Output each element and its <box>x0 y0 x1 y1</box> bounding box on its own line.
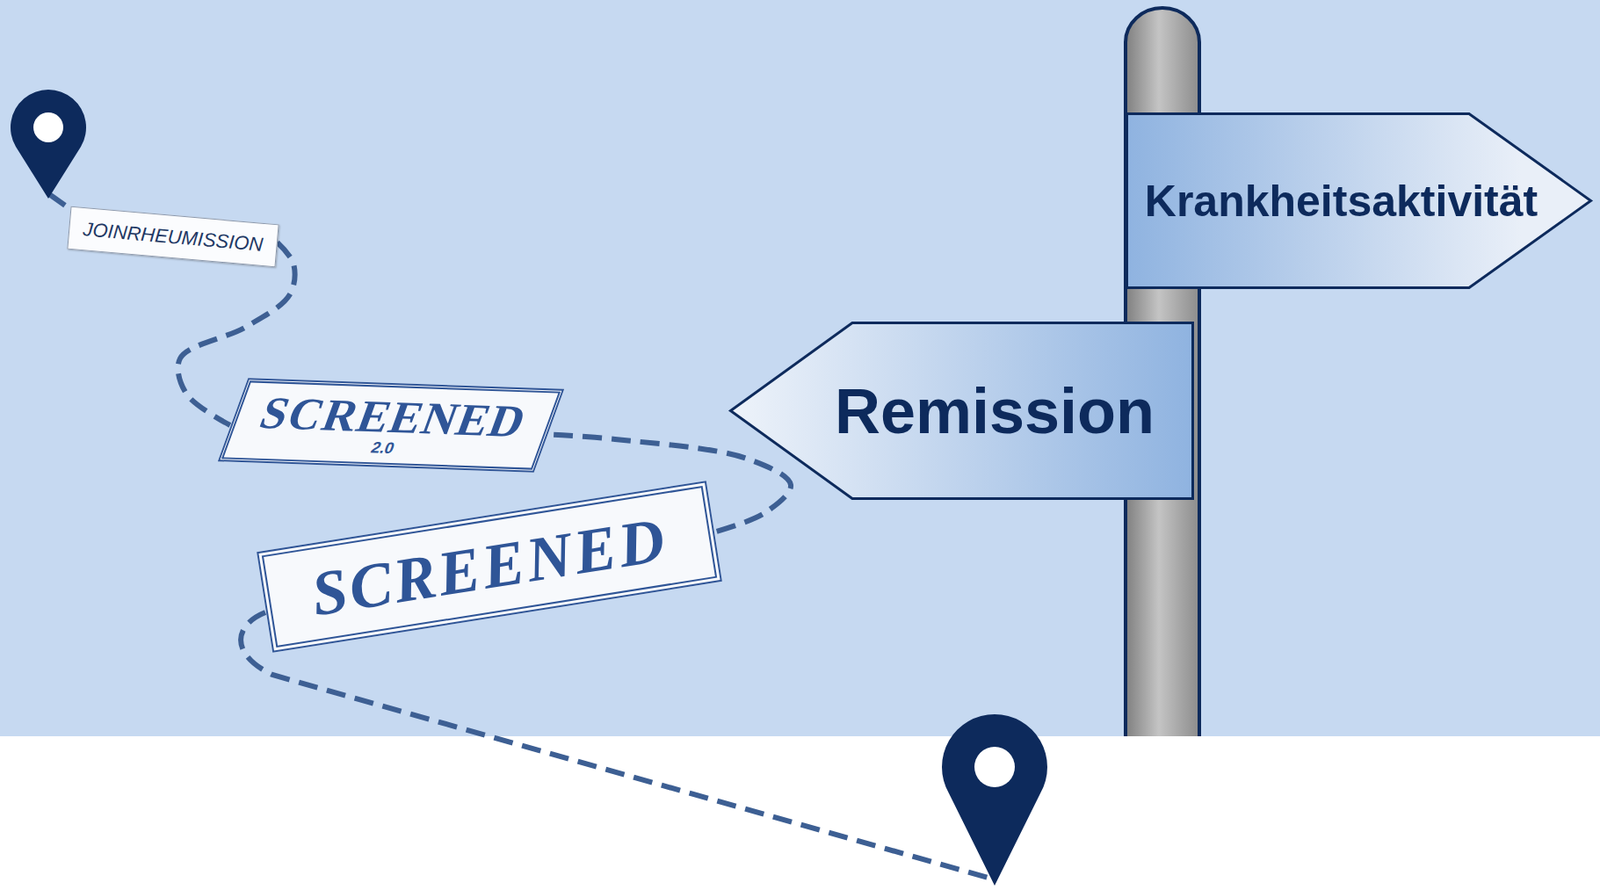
map-pin <box>941 714 1048 886</box>
dashed-route <box>240 612 992 879</box>
sky-ground <box>0 0 1600 737</box>
map-pin <box>10 89 87 199</box>
stamp-version: 2.0 <box>369 439 397 457</box>
sign-text: Remission <box>834 379 1155 443</box>
sign-outline <box>731 323 1194 500</box>
map-pin-body <box>10 89 87 199</box>
map-pin-hole <box>974 746 1015 788</box>
dashed-route <box>49 194 71 210</box>
sign-text: Krankheitsaktivität <box>1144 179 1538 224</box>
stamp-text: JOINRHEUMISSION <box>82 218 264 254</box>
direction-sign: Krankheitsaktivität <box>1125 112 1593 290</box>
map-pin-body <box>941 714 1048 886</box>
map-pin-hole <box>33 112 64 143</box>
stamp-text: SCREENED <box>253 390 534 445</box>
direction-sign: Remission <box>729 321 1195 500</box>
sign-outline <box>1127 114 1592 289</box>
stamp-label: SCREENED2.0 <box>217 377 565 472</box>
